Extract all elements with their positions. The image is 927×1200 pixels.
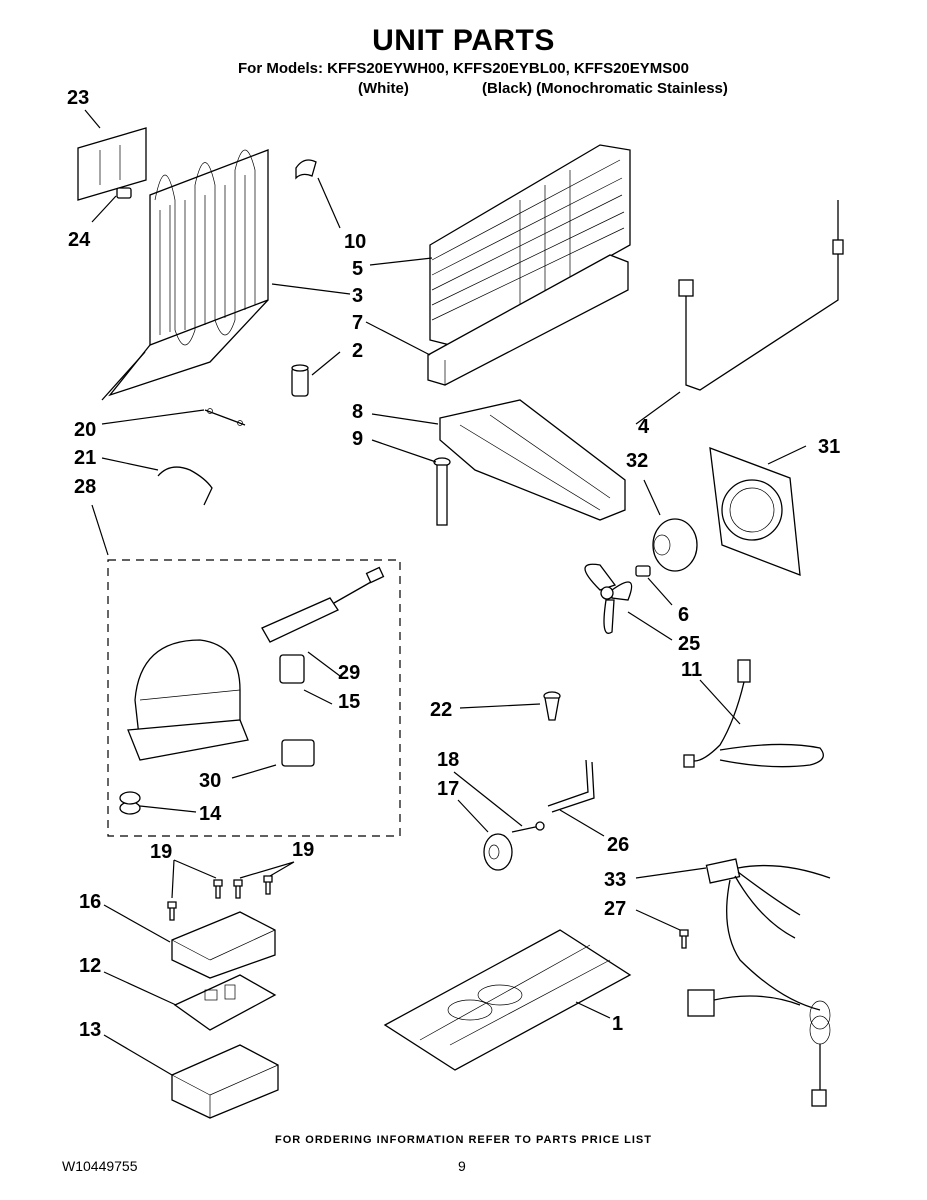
callout-21: 21	[74, 447, 96, 469]
part-3-condenser	[101, 149, 269, 401]
variant-white: (White)	[358, 80, 409, 97]
part-24-clip	[116, 187, 132, 199]
callout-27: 27	[604, 898, 626, 920]
callout-3: 3	[352, 285, 363, 307]
callout-11: 11	[681, 659, 702, 681]
part-19-screws	[167, 875, 273, 921]
part-5-evaporator	[429, 144, 631, 346]
callout-10: 10	[344, 231, 366, 253]
part-2-cylinder	[291, 364, 309, 397]
models-line: For Models: KFFS20EYWH00, KFFS20EYBL00, …	[238, 60, 689, 77]
leader-lines	[84, 109, 807, 1076]
callout-15: 15	[338, 691, 360, 713]
part-13-housing	[171, 1044, 279, 1119]
callout-31: 31	[818, 436, 840, 458]
part-4-wire	[678, 200, 844, 391]
callout-20: 20	[74, 419, 96, 441]
part-33-harness	[687, 858, 831, 1107]
part-16-cover	[171, 911, 276, 979]
document-number: W10449755	[62, 1158, 138, 1174]
part-27-screw	[679, 929, 689, 949]
callout-30: 30	[199, 770, 221, 792]
part-1-base-plate	[383, 929, 632, 1071]
part-12-board	[173, 974, 277, 1031]
part-20-strap	[204, 408, 246, 426]
part-29-filter-drier	[261, 566, 385, 643]
part-18-axle	[511, 821, 545, 833]
part-7-drain-trough	[427, 254, 629, 386]
callout-32: 32	[626, 450, 648, 472]
part-15-relay	[279, 654, 305, 684]
part-11-harness	[683, 659, 824, 768]
callout-5: 5	[352, 258, 363, 280]
part-30-overload	[281, 739, 315, 767]
callout-19b: 19	[292, 839, 314, 861]
part-26-tube	[547, 759, 595, 813]
callout-9: 9	[352, 428, 363, 450]
callout-22: 22	[430, 699, 452, 721]
part-10-clip	[295, 159, 317, 180]
callout-18: 18	[437, 749, 459, 771]
part-25-fan-blade	[584, 563, 633, 634]
ordering-note: FOR ORDERING INFORMATION REFER TO PARTS …	[275, 1134, 652, 1146]
part-6-fitting	[635, 565, 651, 577]
part-21-wire	[157, 466, 213, 506]
part-28-compressor-kit-box	[107, 559, 401, 837]
page-number: 9	[458, 1158, 466, 1174]
part-9-drain-tube	[433, 457, 451, 526]
callout-7: 7	[352, 312, 363, 334]
callout-33: 33	[604, 869, 626, 891]
callout-25: 25	[678, 633, 700, 655]
callout-17: 17	[437, 778, 459, 800]
part-14-grommet	[119, 791, 141, 815]
callout-6: 6	[678, 604, 689, 626]
callout-13: 13	[79, 1019, 101, 1041]
compressor	[127, 639, 249, 761]
callout-2: 2	[352, 340, 363, 362]
callout-8: 8	[352, 401, 363, 423]
callout-12: 12	[79, 955, 101, 977]
callout-4: 4	[638, 416, 650, 438]
page-title: UNIT PARTS	[372, 24, 555, 57]
part-23-bracket	[77, 127, 147, 201]
callout-26: 26	[607, 834, 629, 856]
callout-14: 14	[199, 803, 222, 825]
callout-19a: 19	[150, 841, 172, 863]
part-17-roller	[483, 833, 513, 871]
callout-24: 24	[68, 229, 91, 251]
callout-1: 1	[612, 1013, 623, 1035]
part-8-drain-pan	[439, 399, 626, 521]
callout-29: 29	[338, 662, 360, 684]
part-32-fan-motor	[652, 518, 698, 572]
part-31-fan-shroud	[709, 447, 801, 576]
part-22-plug	[543, 691, 561, 721]
callout-28: 28	[74, 476, 96, 498]
variant-black-ms: (Black) (Monochromatic Stainless)	[482, 80, 728, 97]
callout-16: 16	[79, 891, 101, 913]
callout-23: 23	[67, 87, 89, 109]
